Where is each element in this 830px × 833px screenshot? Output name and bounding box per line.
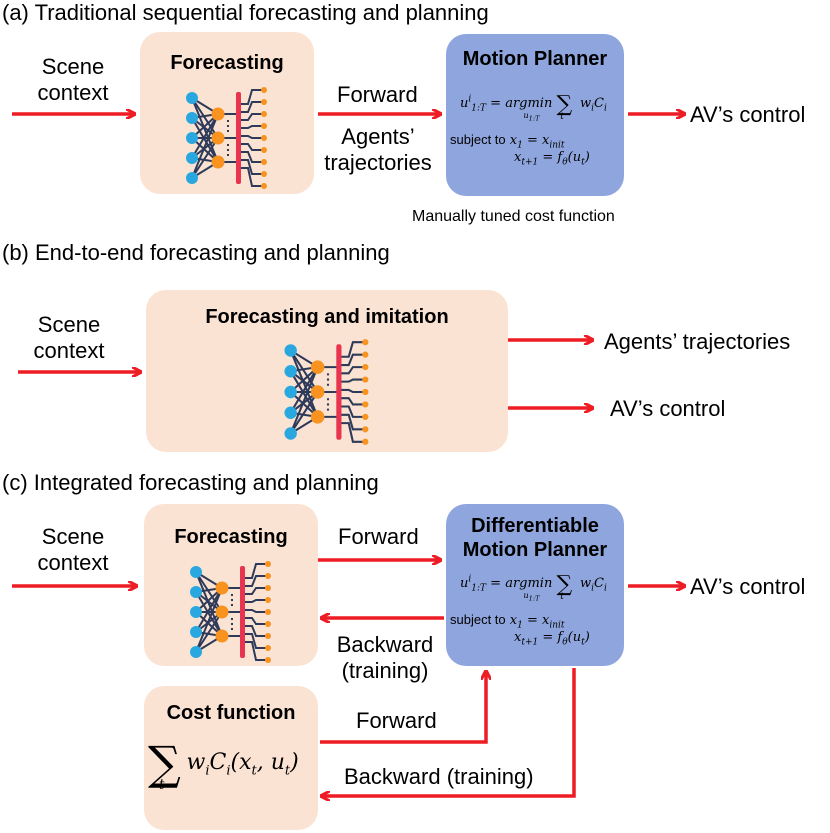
trajectories-label-a: Agents’ trajectories: [318, 124, 438, 176]
output-label-a: AV’s control: [690, 102, 806, 127]
section-a-input-label: Scene context: [28, 54, 118, 106]
arrow-cost-forward: [320, 672, 486, 744]
cost-backward-label: Backward (training): [344, 764, 534, 789]
input-line-2: context: [37, 80, 109, 105]
section-a-title: (a) Traditional sequential forecasting a…: [2, 0, 489, 25]
forward-label-c: Forward: [338, 524, 419, 549]
backward-label-c: Backward (training): [318, 632, 452, 684]
output1-label-b: Agents’ trajectories: [604, 329, 791, 354]
caption-a: Manually tuned cost function: [412, 208, 615, 225]
output2-label-b: AV’s control: [610, 396, 726, 421]
section-c-title: (c) Integrated forecasting and planning: [2, 470, 379, 495]
input-line-1: Scene: [37, 312, 101, 337]
backward-line-1: Backward: [336, 632, 434, 657]
differentiable-planner-box: Differentiable Motion Planner ui1:T = ar…: [446, 504, 624, 666]
forecasting-imitation-title: Forecasting and imitation: [205, 306, 449, 328]
cost-forward-label: Forward: [356, 708, 437, 733]
cost-function-title: Cost function: [166, 702, 296, 724]
input-line-1: Scene: [41, 54, 105, 79]
forecasting-title-c: Forecasting: [174, 526, 288, 548]
section-b-input-label: Scene context: [24, 312, 114, 364]
cost-function-box: Cost function ∑twiCi(xt, ut): [144, 686, 318, 830]
planner-constraint-1-c: subject to x1 = xinit: [450, 612, 565, 631]
planner-title-c: Differentiable Motion Planner: [446, 514, 624, 562]
forecasting-box-a: Forecasting: [140, 32, 314, 194]
input-line-1: Scene: [41, 524, 105, 549]
planner-constraint-2-c: xt+1 = fθ(ut): [514, 630, 590, 648]
neural-network-icon: [186, 87, 267, 189]
neural-network-icon: [284, 339, 369, 445]
planner-title-line-2: Motion Planner: [462, 539, 608, 561]
backward-line-2: (training): [341, 658, 429, 683]
input-line-2: context: [37, 550, 109, 575]
section-b-title: (b) End-to-end forecasting and planning: [2, 240, 390, 265]
planner-constraint-2-a: xt+1 = fθ(ut): [514, 150, 590, 168]
forward-label-a: Forward: [337, 82, 418, 107]
cost-function-formula: ∑twiCi(xt, ut): [148, 736, 299, 793]
planner-constraint-1-a: subject to x1 = xinit: [450, 132, 565, 151]
forecasting-imitation-box: Forecasting and imitation: [146, 290, 508, 452]
forecasting-title-a: Forecasting: [170, 52, 284, 74]
planner-title-line-1: Differentiable: [471, 515, 599, 537]
trajectories-line-1: Agents’: [341, 124, 415, 149]
trajectories-line-2: trajectories: [324, 150, 432, 175]
section-c-input-label: Scene context: [28, 524, 118, 576]
forecasting-box-c: Forecasting: [144, 504, 318, 666]
neural-network-icon: [190, 561, 271, 663]
output-label-c: AV’s control: [690, 574, 806, 599]
input-line-2: context: [33, 338, 105, 363]
arrow-cost-backward: [322, 668, 576, 796]
planner-title-a: Motion Planner: [462, 48, 608, 70]
